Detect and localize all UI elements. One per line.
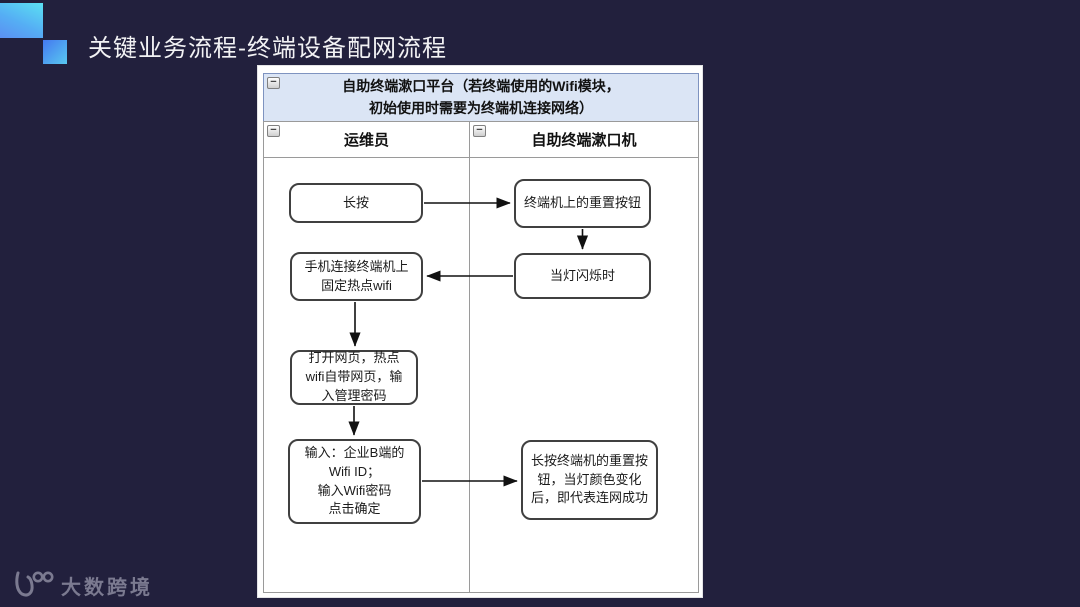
- flow-node-long-press-reset-success: 长按终端机的重置按 钮，当灯颜色变化 后，即代表连网成功: [521, 440, 658, 520]
- pool-title-line1: 自助终端漱口平台（若终端使用的Wifi模块，: [342, 77, 620, 94]
- lane-header-operator: − 运维员: [263, 121, 470, 158]
- page-title: 关键业务流程-终端设备配网流程: [88, 35, 447, 62]
- flow-node-terminal-reset-button: 终端机上的重置按钮: [514, 179, 651, 228]
- collapse-icon[interactable]: −: [473, 125, 486, 137]
- flow-node-open-webpage: 打开网页，热点 wifi自带网页，输 入管理密码: [290, 350, 418, 405]
- logo-100-icon: [15, 571, 54, 597]
- logo-text: 大数跨境: [61, 576, 153, 599]
- pool-header: − 自助终端漱口平台（若终端使用的Wifi模块， 初始使用时需要为终端机连接网络…: [263, 73, 699, 122]
- flowchart-panel: − 自助终端漱口平台（若终端使用的Wifi模块， 初始使用时需要为终端机连接网络…: [257, 65, 703, 598]
- lane-label: 自助终端漱口机: [531, 132, 637, 149]
- decor-square-small: [43, 40, 67, 64]
- flow-node-light-flashing: 当灯闪烁时: [514, 253, 651, 299]
- decor-square-large: [0, 3, 43, 38]
- lane-header-terminal: − 自助终端漱口机: [469, 121, 699, 158]
- flow-node-input-wifi-confirm: 输入：企业B端的 Wifi ID； 输入Wifi密码 点击确定: [288, 439, 421, 524]
- collapse-icon[interactable]: −: [267, 125, 280, 137]
- collapse-icon[interactable]: −: [267, 77, 280, 89]
- lane-label: 运维员: [343, 132, 389, 149]
- flow-node-long-press: 长按: [289, 183, 423, 223]
- lane-body-terminal: [469, 157, 699, 593]
- flow-node-phone-connect-hotspot: 手机连接终端机上 固定热点wifi: [290, 252, 423, 301]
- pool-title-line2: 初始使用时需要为终端机连接网络）: [369, 99, 593, 116]
- brand-logo: 大数跨境: [12, 568, 153, 602]
